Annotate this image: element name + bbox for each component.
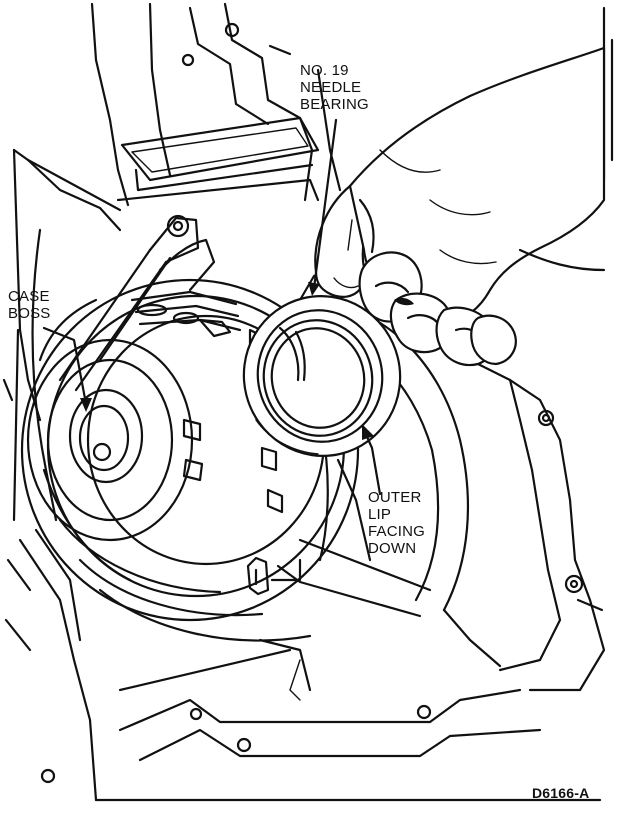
transmission-case [2,2,614,802]
needle-bearing-label: NO. 19 NEEDLE BEARING [300,62,369,113]
bearing-leader-line [312,118,338,290]
needle-bearing-label-line-2: NEEDLE [300,79,362,96]
case-cavity [118,266,502,701]
case-boss-leader-line [42,326,88,406]
case-boss-label-line-1: CASE [8,288,50,305]
outer-lip-label-line-1: OUTER [368,489,422,506]
needle-bearing-label-line-3: BEARING [300,96,369,113]
figure-code: D6166-A [532,785,590,801]
case-boss-label-line-2: BOSS [8,305,51,322]
needle-bearing-label-line-1: NO. 19 [300,62,349,79]
outer-lip-label-line-4: DOWN [368,540,417,557]
outer-lip-label: OUTER LIP FACING DOWN [368,489,425,557]
outer-lip-label-line-3: FACING [368,523,426,540]
needle-bearing [242,295,402,457]
outer-lip-label-line-2: LIP [368,506,392,523]
hand [314,46,606,367]
case-boss-label: CASE BOSS [8,288,50,322]
leader-lines [42,118,382,496]
